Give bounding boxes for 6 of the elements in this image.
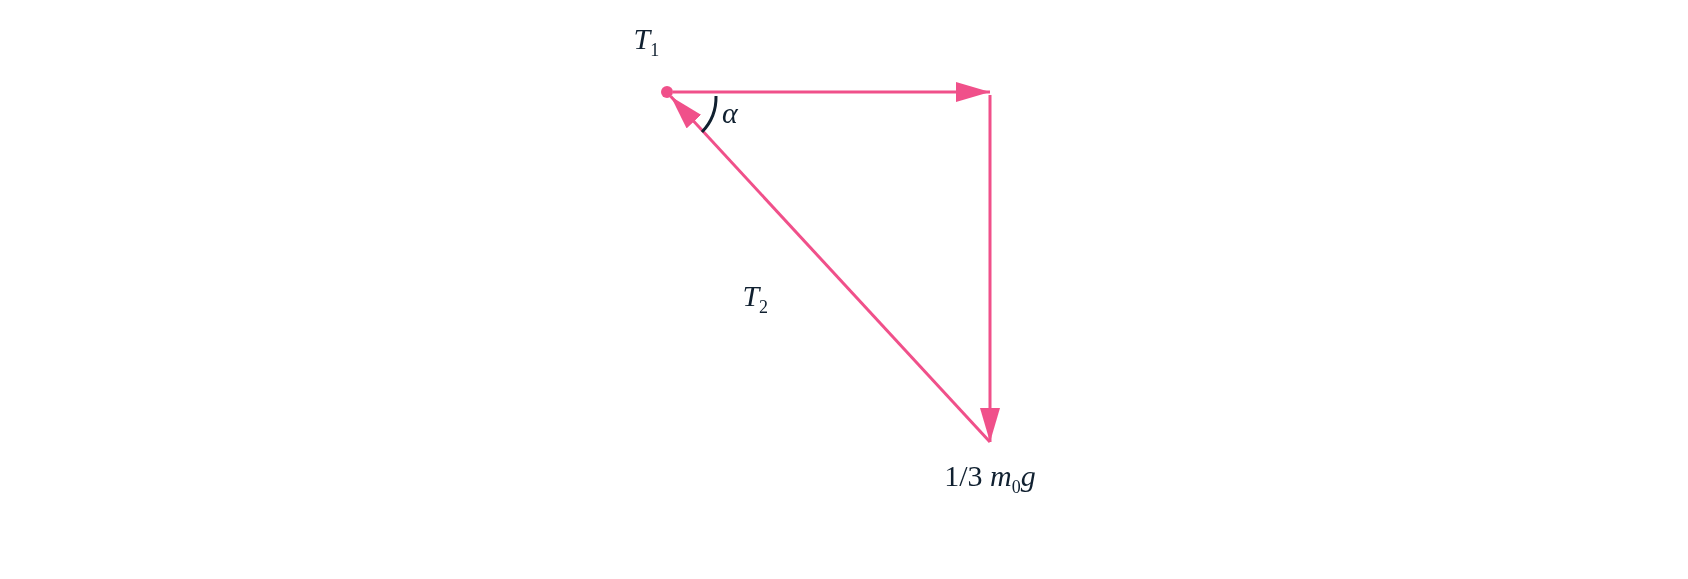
- force-arrow: [673, 82, 990, 102]
- force-arrow: [669, 95, 992, 443]
- point-dot: [661, 86, 673, 98]
- angle-label: α: [722, 96, 738, 130]
- force-label: 1/3 m$_{0}$g: [944, 458, 1036, 498]
- force-arrow: [980, 95, 1000, 442]
